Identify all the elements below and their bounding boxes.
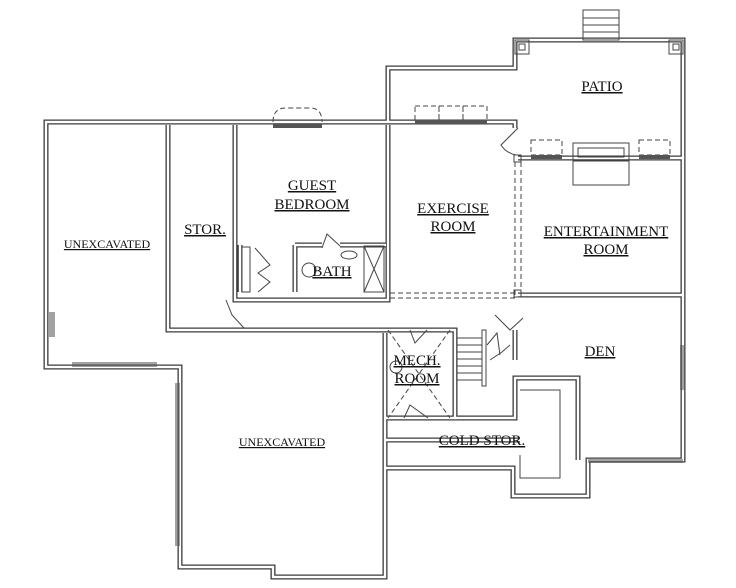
stairs	[457, 337, 482, 381]
wall-inner	[455, 376, 580, 460]
label-exercise-room-2: ROOM	[430, 219, 475, 235]
wall-inner	[385, 328, 457, 420]
label-exercise-room: EXERCISE	[417, 201, 489, 217]
wall-inner	[238, 243, 386, 292]
wall-inner	[166, 125, 385, 332]
walls	[43, 37, 686, 580]
wall-inner	[44, 120, 388, 579]
label-den: DEN	[585, 344, 616, 360]
label-mech-room: MECH.	[393, 353, 440, 369]
wall-inner	[385, 156, 685, 498]
wall-inner	[233, 125, 390, 302]
shower	[363, 245, 385, 293]
label-mech-room-2: ROOM	[394, 371, 439, 387]
label-cold-storage: COLD STOR.	[439, 433, 525, 449]
wall	[43, 119, 388, 580]
patio-column	[514, 39, 530, 55]
patio-column	[668, 39, 684, 55]
label-storage: STOR.	[184, 222, 226, 238]
room-labels: PATIO GUEST BEDROOM EXERCISE ROOM ENTERT…	[64, 79, 668, 449]
label-entertainment-room: ENTERTAINMENT	[544, 224, 669, 240]
label-unexcavated-left: UNEXCAVATED	[64, 237, 151, 251]
sink	[340, 250, 358, 260]
label-patio: PATIO	[581, 79, 622, 95]
label-guest-bedroom: GUEST	[288, 178, 336, 194]
label-guest-bedroom-2: BEDROOM	[274, 197, 349, 213]
bath-cabinet	[241, 246, 251, 293]
label-entertainment-room-2: ROOM	[583, 242, 628, 258]
details	[49, 9, 685, 546]
label-unexcavated-bottom: UNEXCAVATED	[239, 435, 326, 449]
toilet	[301, 262, 317, 278]
label-bath: BATH	[312, 264, 351, 280]
